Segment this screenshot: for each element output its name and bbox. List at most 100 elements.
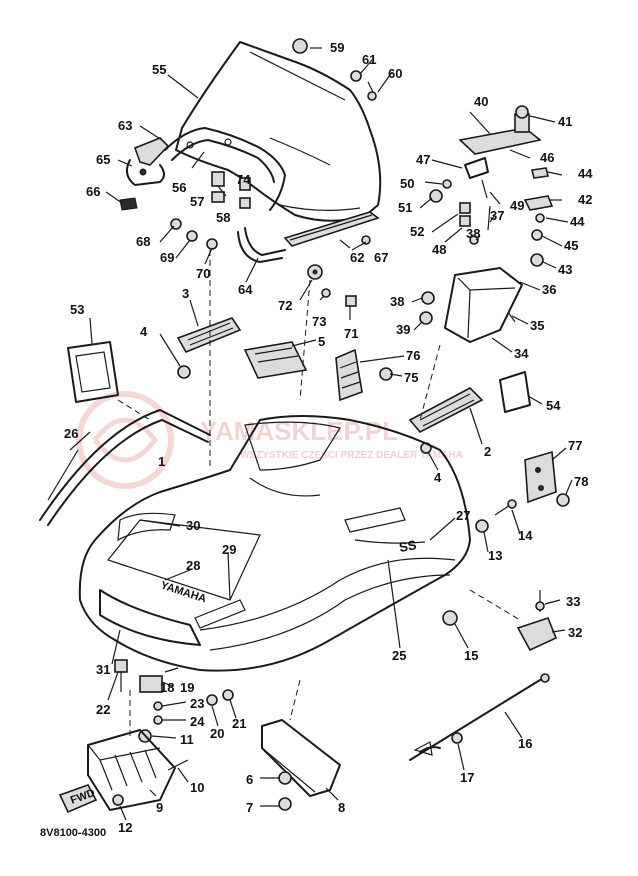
callout-15: 15 bbox=[464, 648, 478, 663]
callout-50: 50 bbox=[400, 176, 414, 191]
callout-35: 35 bbox=[530, 318, 544, 333]
callout-12: 12 bbox=[118, 820, 132, 835]
callout-62: 62 bbox=[350, 250, 364, 265]
callout-33: 33 bbox=[566, 594, 580, 609]
callout-9: 9 bbox=[156, 800, 163, 815]
small-parts-bottom-left bbox=[112, 759, 189, 806]
callout-38-upper: 38 bbox=[466, 226, 480, 241]
callout-53: 53 bbox=[70, 302, 84, 317]
callout-29: 29 bbox=[222, 542, 236, 557]
callout-68: 68 bbox=[136, 234, 150, 249]
callout-32: 32 bbox=[568, 625, 582, 640]
bracket-left bbox=[125, 137, 170, 186]
callout-75: 75 bbox=[404, 370, 418, 385]
callout-70: 70 bbox=[196, 266, 210, 281]
callout-17: 17 bbox=[460, 770, 474, 785]
callout-11: 11 bbox=[180, 732, 194, 747]
callout-74: 74 bbox=[236, 172, 251, 187]
callout-20: 20 bbox=[210, 726, 224, 741]
air-intake bbox=[87, 729, 176, 811]
callout-71: 71 bbox=[344, 326, 358, 341]
callout-19: 19 bbox=[180, 680, 194, 695]
callout-56: 56 bbox=[172, 180, 186, 195]
callout-7: 7 bbox=[246, 800, 253, 815]
vent-center bbox=[243, 341, 308, 379]
callout-63: 63 bbox=[118, 118, 132, 133]
hardware-upper-left bbox=[119, 38, 377, 250]
callout-31: 31 bbox=[96, 662, 110, 677]
callout-13: 13 bbox=[488, 548, 502, 563]
console-box bbox=[419, 267, 523, 343]
callout-1: 1 bbox=[158, 454, 165, 469]
callouts: 55 63 65 66 56 57 74 58 68 69 70 64 72 7… bbox=[64, 40, 593, 835]
callout-46: 46 bbox=[540, 150, 554, 165]
callout-5: 5 bbox=[318, 334, 325, 349]
bottom-panel bbox=[261, 719, 341, 811]
callout-39: 39 bbox=[396, 322, 410, 337]
decal-panel bbox=[499, 371, 531, 413]
hood-fasteners bbox=[442, 499, 517, 626]
callout-16: 16 bbox=[518, 736, 532, 751]
callout-28: 28 bbox=[186, 558, 200, 573]
hood-brand: YAMAHA bbox=[159, 579, 208, 605]
drawing-code: 8V8100-4300 bbox=[40, 827, 106, 839]
callout-69: 69 bbox=[160, 250, 174, 265]
callout-76: 76 bbox=[406, 348, 420, 363]
callout-10: 10 bbox=[190, 780, 204, 795]
callout-64: 64 bbox=[238, 282, 253, 297]
callout-2: 2 bbox=[484, 444, 491, 459]
callout-27: 27 bbox=[456, 508, 470, 523]
trim-moulding bbox=[39, 409, 211, 526]
callout-22: 22 bbox=[96, 702, 110, 717]
lower-brace bbox=[237, 227, 286, 263]
windshield-frame bbox=[164, 127, 286, 211]
console-bracket bbox=[429, 105, 542, 245]
callout-30: 30 bbox=[186, 518, 200, 533]
watermark-tagline: WSZYSTKIE CZĘŚCI PRZEZ DEALER YAMAHA bbox=[240, 448, 463, 461]
watermark-text: YAMASKLEP.PL bbox=[200, 416, 398, 446]
watermark: YAMASKLEP.PL WSZYSTKIE CZĘŚCI PRZEZ DEAL… bbox=[76, 391, 463, 489]
callout-45: 45 bbox=[564, 238, 578, 253]
callout-18: 18 bbox=[160, 680, 174, 695]
callout-6: 6 bbox=[246, 772, 253, 787]
callout-78: 78 bbox=[574, 474, 588, 489]
callout-73: 73 bbox=[312, 314, 326, 329]
callout-24: 24 bbox=[190, 714, 205, 729]
callout-14: 14 bbox=[518, 528, 533, 543]
callout-60: 60 bbox=[388, 66, 402, 81]
callout-65: 65 bbox=[96, 152, 110, 167]
callout-54: 54 bbox=[546, 398, 561, 413]
callout-51: 51 bbox=[398, 200, 412, 215]
side-bracket bbox=[524, 450, 570, 507]
callout-23: 23 bbox=[190, 696, 204, 711]
callout-3: 3 bbox=[182, 286, 189, 301]
callout-4-right: 4 bbox=[434, 470, 442, 485]
callout-44-upper: 44 bbox=[578, 166, 593, 181]
callout-77: 77 bbox=[568, 438, 582, 453]
bolt-22 bbox=[114, 659, 128, 692]
callout-36: 36 bbox=[542, 282, 556, 297]
vent-right bbox=[408, 387, 484, 454]
callout-8: 8 bbox=[338, 800, 345, 815]
callout-34: 34 bbox=[514, 346, 529, 361]
windshield bbox=[175, 41, 382, 222]
callout-52: 52 bbox=[410, 224, 424, 239]
callout-59: 59 bbox=[330, 40, 344, 55]
callout-38-lower: 38 bbox=[390, 294, 404, 309]
callout-47: 47 bbox=[416, 152, 430, 167]
callout-44-lower: 44 bbox=[570, 214, 585, 229]
callout-25: 25 bbox=[392, 648, 406, 663]
cable bbox=[409, 673, 550, 761]
callout-55: 55 bbox=[152, 62, 166, 77]
vent-louver bbox=[335, 348, 393, 402]
callout-58: 58 bbox=[216, 210, 230, 225]
vent-left bbox=[176, 317, 242, 379]
callout-4-left: 4 bbox=[140, 324, 148, 339]
hood-badge: SS bbox=[398, 537, 418, 555]
callout-61: 61 bbox=[362, 52, 376, 67]
callout-21: 21 bbox=[232, 716, 246, 731]
callout-37: 37 bbox=[490, 208, 504, 223]
front-arrow: FWD bbox=[58, 784, 98, 814]
